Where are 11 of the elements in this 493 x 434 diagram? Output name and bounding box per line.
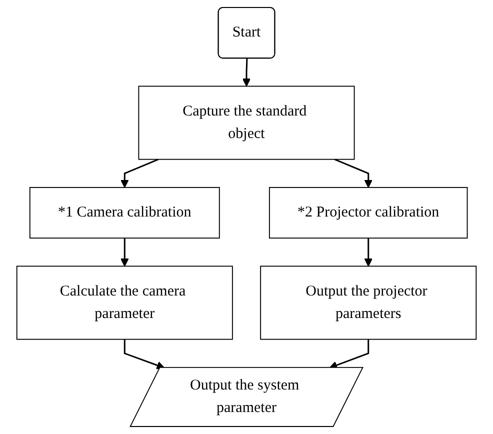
arrow [242, 58, 251, 87]
node-box: *2 Projector calibration [268, 187, 468, 239]
arrow [124, 339, 165, 370]
arrow [120, 238, 129, 267]
node-box: Output the projector parameters [260, 266, 477, 340]
arrow [364, 238, 372, 267]
node-box: *1 Camera calibration [29, 187, 220, 239]
arrow [120, 158, 159, 188]
node-box: Capture the standard object [138, 86, 355, 160]
node-box: Calculate the camera parameter [16, 266, 233, 340]
arrow [334, 158, 372, 188]
